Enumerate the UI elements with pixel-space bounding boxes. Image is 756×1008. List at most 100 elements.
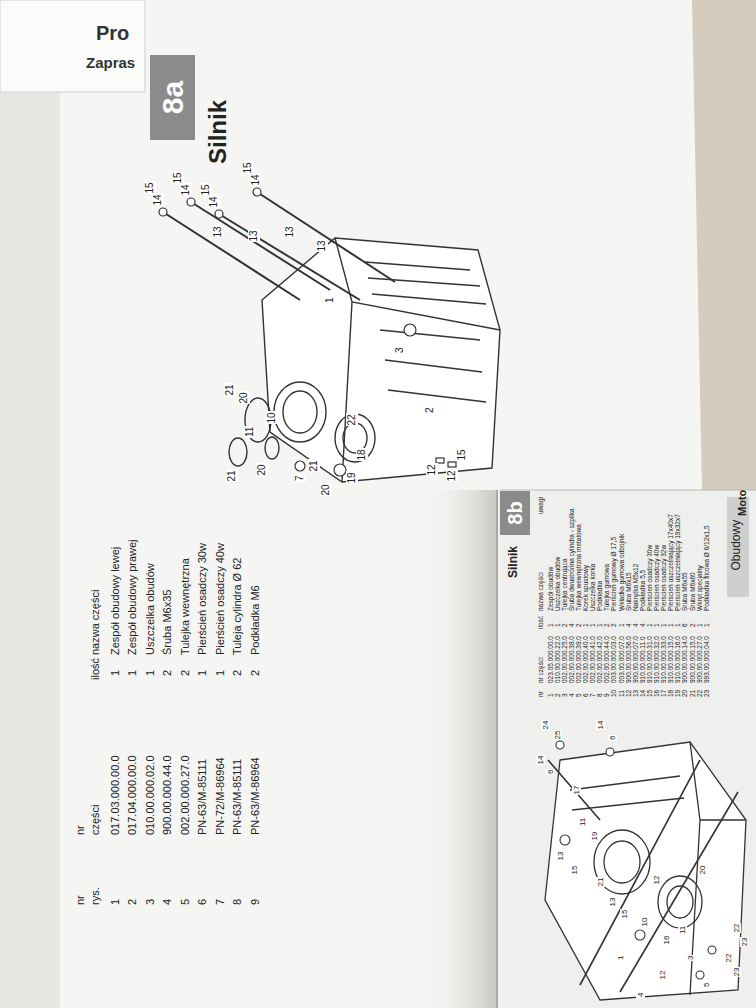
table-cell: 2 — [561, 623, 568, 627]
table-cell: 910.00.000.31.0 — [646, 636, 653, 683]
callout-number: 7 — [294, 474, 306, 482]
table-cell: 6 — [196, 899, 209, 905]
table-cell: 3 — [561, 693, 568, 697]
table-cell: 1 — [667, 623, 674, 627]
table-cell: 900.00.000.56.0 — [625, 636, 632, 683]
table-cell: Pierścień osadczy 30w — [196, 543, 209, 655]
callout-number: 5 — [702, 982, 711, 988]
table-cell: Śruba M6x35 — [161, 590, 174, 655]
callout-number: 24 — [541, 720, 550, 731]
table-cell: 23 — [703, 690, 710, 697]
table-cell: 1 — [554, 623, 561, 627]
callout-number: 12 — [658, 970, 667, 981]
callout-number: 21 — [226, 469, 238, 482]
table-cell: 900.00.000.14.0 — [681, 636, 688, 683]
table-cell: 1 — [646, 623, 653, 627]
table-cell: 18 — [667, 690, 674, 697]
table-cell: PN-72/M-86964 — [214, 757, 227, 835]
table-header: ilość — [89, 658, 102, 680]
table-cell: Pierścień uszczelniający 17x40x7 — [667, 514, 674, 611]
table-cell: 7 — [589, 693, 596, 697]
table-cell: Śruba M6x55 — [681, 572, 688, 611]
table-cell: 002.00.000.25.0 — [561, 636, 568, 683]
table-cell: 017.03.000.00.0 — [109, 755, 122, 835]
table-cell: 900.00.000.15.0 — [689, 636, 696, 683]
page-fragment-text: Moto — [736, 490, 749, 516]
table-cell: 4 — [639, 623, 646, 627]
table-cell: 1 — [703, 623, 710, 627]
table-cell: 2 — [126, 899, 139, 905]
table-cell: Tulejka wewnętrzna — [179, 558, 192, 655]
table-cell: Tuleja cylindra Ø 62 — [231, 558, 244, 655]
table-cell: 2 — [179, 670, 192, 676]
table-cell: Śruba M6x60 — [689, 572, 696, 611]
table-cell: 900.00.000.27.0 — [696, 636, 703, 683]
table-header: części — [89, 804, 102, 835]
callout-number: 20 — [320, 483, 332, 496]
table-header: nazwa części — [89, 590, 102, 655]
callout-number: 20 — [238, 391, 250, 404]
table-cell: Zespół obudów — [547, 567, 554, 611]
table-cell: 910.00.000.33.0 — [660, 636, 667, 683]
table-cell: 010.00.000.22.0 — [554, 636, 561, 683]
table-cell: PN-63/M-85111 — [196, 759, 209, 835]
table-cell: 6 — [681, 623, 688, 627]
table-cell: 993.00.000.04.0 — [703, 636, 710, 683]
table-cell: 003.00.000.07.0 — [618, 636, 625, 683]
callout-number: 22 — [346, 413, 358, 426]
table-cell: 1 — [653, 623, 660, 627]
section-number: 8b — [504, 501, 526, 524]
table-cell: 4 — [568, 693, 575, 697]
table-header: uwagi — [537, 497, 544, 514]
callout-number: 13 — [212, 225, 224, 238]
callout-number: 2 — [424, 406, 436, 414]
table-cell: 010.00.000.02.0 — [144, 755, 157, 835]
table-cell: 1 — [618, 623, 625, 627]
callout-number: 19 — [346, 471, 358, 484]
table-cell: 1 — [126, 670, 139, 676]
table-cell: 7 — [214, 899, 227, 905]
callout-number: 15 — [456, 448, 468, 461]
table-cell: 003.00.000.03.0 — [610, 636, 617, 683]
table-cell: 002.00.000.41.0 — [589, 636, 596, 683]
table-cell: Wkładka gumowa odbojnik — [618, 534, 625, 611]
table-cell: Pierścień gumowy Ø 17,5 — [610, 537, 617, 611]
table-cell: Śruba dwustronna cylindra - szpilka — [568, 508, 575, 611]
callout-number: 13 — [316, 239, 328, 252]
callout-number: 13 — [608, 897, 617, 908]
table-cell: 15 — [646, 690, 653, 697]
callout-number: 1 — [616, 955, 625, 961]
table-cell: 8 — [231, 899, 244, 905]
callout-number: 13 — [248, 229, 260, 242]
callout-number: 20 — [698, 865, 707, 876]
table-header: nr — [74, 825, 87, 835]
table-cell: Uszczelka obudów — [144, 563, 157, 655]
table-cell: Pierścień osadczy 30w — [646, 545, 653, 611]
table-cell: 900.00.000.07.0 — [632, 636, 639, 683]
callout-number: 12 — [446, 469, 458, 482]
table-cell: 21 — [689, 690, 696, 697]
callout-number: 14 — [596, 720, 605, 731]
callout-number: 13 — [284, 225, 296, 238]
table-cell: Pierścień osadczy 32w — [660, 545, 667, 611]
table-cell: 1 — [109, 899, 122, 905]
table-cell: 002.00.000.27.0 — [179, 755, 192, 835]
table-header: nr — [537, 691, 544, 697]
table-cell: 5 — [575, 693, 582, 697]
table-cell: Zespół obudowy lewej — [109, 547, 122, 655]
table-cell: Podkładka M6 — [249, 585, 262, 655]
section-number-box: 8a — [150, 55, 195, 140]
callout-number: 13 — [556, 851, 565, 862]
table-cell: Korek spustowy — [582, 565, 589, 611]
table-cell: 2 — [231, 670, 244, 676]
table-header: ilość — [537, 616, 544, 629]
callout-number: 10 — [640, 917, 649, 928]
table-cell: 2 — [554, 693, 561, 697]
callout-number: 17 — [572, 785, 581, 796]
callout-number: 16 — [662, 935, 671, 946]
table-cell: 910.00.000.11.0 — [639, 636, 646, 683]
table-cell: 1 — [214, 670, 227, 676]
table-cell: PN-63/M-86964 — [249, 757, 262, 835]
table-cell: 002.00.000.39.0 — [575, 636, 582, 683]
callout-number: 10 — [266, 411, 278, 424]
